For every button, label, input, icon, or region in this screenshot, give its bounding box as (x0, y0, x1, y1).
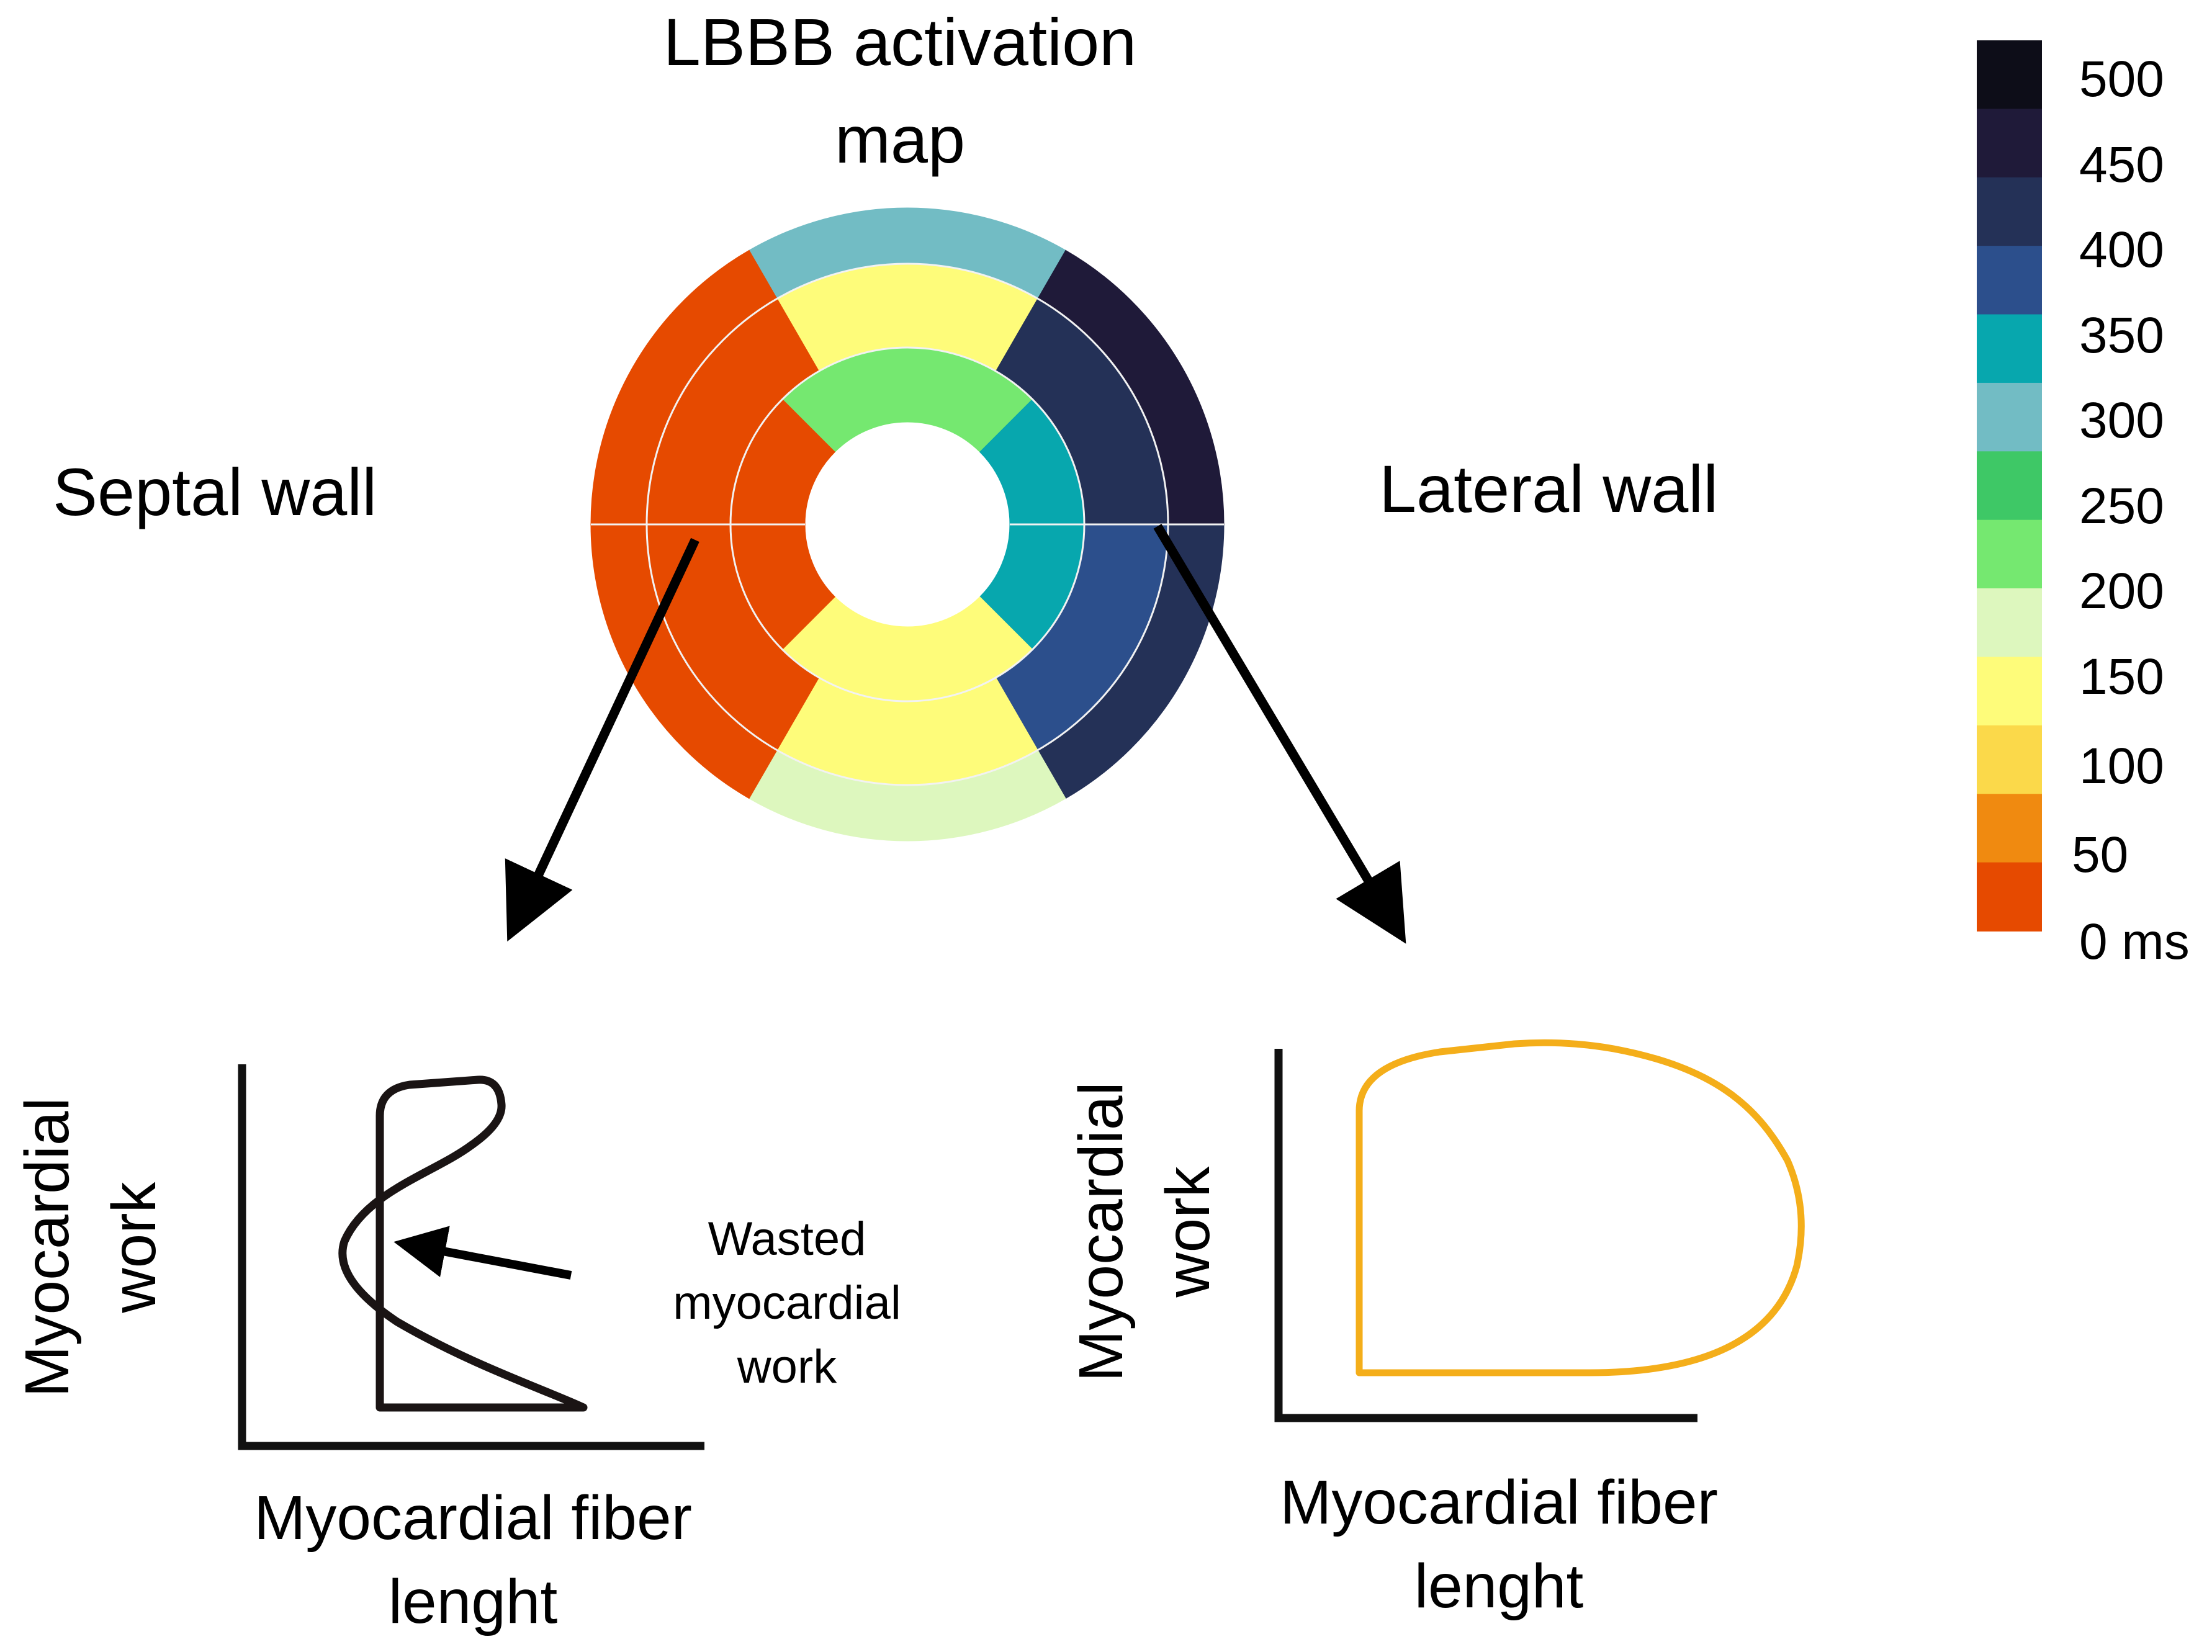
septal-work-loop-plot: Wasted myocardial work Myocardial work M… (12, 1064, 901, 1636)
lateral-xlabel-2: lenght (1414, 1551, 1584, 1621)
lateral-xlabel-1: Myocardial fiber (1280, 1468, 1718, 1537)
wasted-work-arrow (393, 1226, 572, 1280)
colorbar-tick-250: 250 (2079, 478, 2164, 534)
colorbar-swatch (1977, 862, 2042, 931)
colorbar-tick-200: 200 (2079, 563, 2164, 619)
septal-wall-label: Septal wall (53, 454, 377, 529)
colorbar-swatch (1977, 177, 2042, 247)
colorbar-tick-350: 350 (2079, 307, 2164, 364)
colorbar-tick-500: 500 (2079, 51, 2164, 107)
colorbar-tick-300: 300 (2079, 392, 2164, 449)
wasted-work-label-3: work (737, 1340, 837, 1393)
septal-xlabel-2: lenght (389, 1567, 558, 1636)
colorbar-swatch (1977, 519, 2042, 590)
title-line-2: map (835, 102, 965, 177)
septal-work-loop (338, 1075, 588, 1412)
septal-xlabel-1: Myocardial fiber (254, 1483, 692, 1553)
title-line-1: LBBB activation (663, 4, 1136, 79)
septal-ylabel-1: Myocardial (12, 1097, 82, 1398)
septal-ylabel-2: work (99, 1181, 169, 1313)
colorbar-swatch (1977, 314, 2042, 384)
arrow-to-lateral-plot (1153, 524, 1406, 944)
colorbar-swatch (1977, 451, 2042, 521)
lateral-work-loop (1356, 1039, 1805, 1376)
colorbar-tick-450: 450 (2079, 137, 2164, 193)
wasted-work-label-1: Wasted (708, 1213, 866, 1265)
lateral-wall-label: Lateral wall (1379, 451, 1718, 526)
colorbar-swatch (1977, 40, 2042, 110)
colorbar-tick-150: 150 (2079, 649, 2164, 705)
lateral-plot-axes (1274, 1049, 1697, 1422)
colorbar-swatch (1977, 725, 2042, 795)
colorbar-tick-400: 400 (2079, 222, 2164, 278)
colorbar-swatch (1977, 794, 2042, 863)
colorbar-tick-0ms: 0 ms (2079, 914, 2190, 970)
colorbar-tick-labels: 500 450 400 350 300 250 200 150 100 50 0… (2072, 51, 2190, 970)
colorbar-swatch (1977, 382, 2042, 452)
colorbar-swatch (1977, 246, 2042, 315)
bullseye-activation-map (590, 207, 1225, 842)
colorbar-swatch (1977, 109, 2042, 178)
colorbar (1977, 40, 2042, 931)
lateral-work-loop-plot: Myocardial work Myocardial fiber lenght (1066, 1039, 1805, 1621)
lateral-ylabel-1: Myocardial (1066, 1082, 1136, 1382)
colorbar-swatch (1977, 588, 2042, 658)
colorbar-tick-50: 50 (2072, 827, 2128, 883)
wasted-work-label-2: myocardial (673, 1277, 901, 1329)
lateral-ylabel-2: work (1153, 1165, 1223, 1298)
septal-plot-axes (238, 1064, 704, 1450)
colorbar-swatch (1977, 657, 2042, 726)
arrow-to-septal-plot (505, 537, 699, 942)
colorbar-tick-100: 100 (2079, 738, 2164, 794)
